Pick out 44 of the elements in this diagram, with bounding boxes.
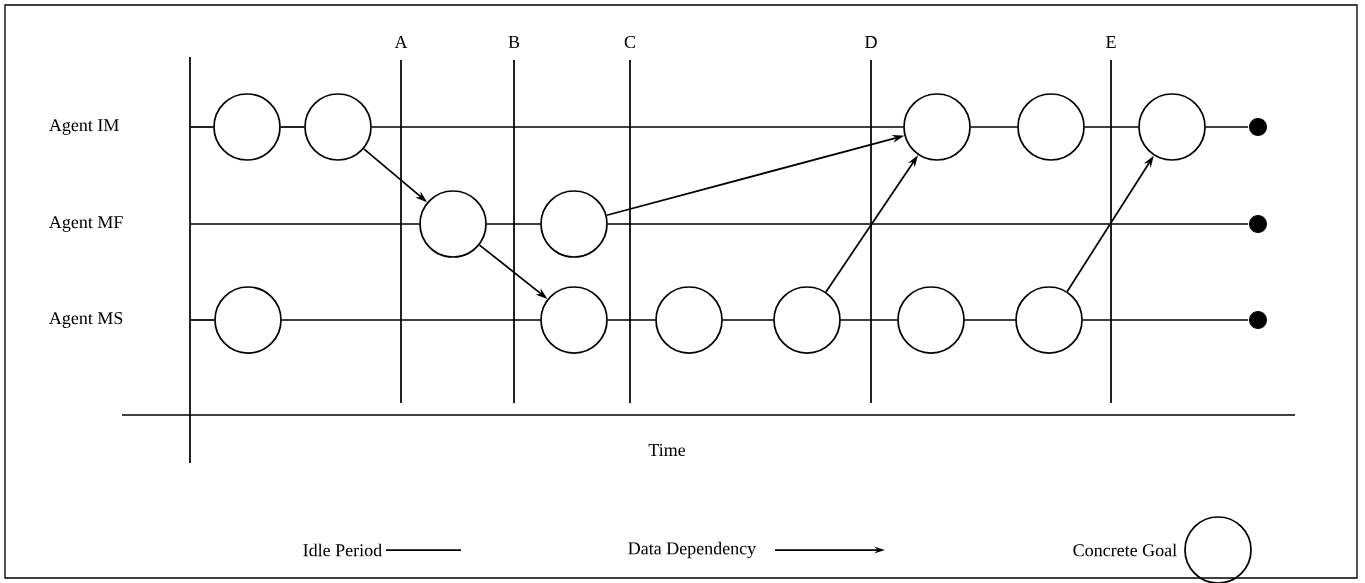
goal-circle (1138, 93, 1206, 161)
idle-line (722, 319, 774, 321)
idle-line (189, 319, 215, 321)
agent-label: Agent MS (49, 312, 123, 328)
goal-circle (213, 93, 281, 161)
goal-circle (1015, 286, 1083, 354)
milestone-label: C (624, 35, 635, 49)
goal-circle (897, 286, 965, 354)
goal-circle (1017, 93, 1085, 161)
milestone-label: D (865, 36, 877, 48)
goal-circle (419, 190, 487, 258)
agent-label: Agent IM (49, 119, 119, 135)
legend-label: Idle Period (303, 543, 382, 557)
goal-circle (214, 286, 282, 354)
end-dot (1249, 118, 1267, 136)
goal-circle (304, 93, 372, 161)
goal-circle (655, 286, 723, 354)
idle-line (1084, 126, 1139, 128)
idle-line (964, 319, 1016, 321)
idle-line (970, 126, 1018, 128)
milestone-label: B (508, 36, 520, 48)
end-dot (1249, 215, 1267, 233)
goal-circle (540, 286, 608, 354)
milestone-label: A (394, 36, 408, 48)
legend-label: Concrete Goal (1073, 543, 1177, 557)
idle-line (1205, 126, 1249, 128)
goal-circle (540, 190, 608, 258)
goal-circle (773, 286, 841, 354)
end-dot (1249, 311, 1267, 329)
milestone-label: E (1106, 36, 1116, 48)
idle-line (1082, 319, 1249, 321)
idle-line (607, 223, 1249, 225)
idle-line (189, 223, 420, 225)
axis-label: Time (648, 443, 686, 457)
idle-line (371, 126, 904, 128)
agent-label: Agent MF (49, 216, 123, 232)
idle-line (280, 126, 305, 128)
idle-line (486, 223, 541, 225)
goal-circle (903, 93, 971, 161)
legend-label: Data Dependency (628, 541, 757, 559)
idle-line (281, 319, 541, 321)
idle-line (840, 319, 898, 321)
idle-line (607, 319, 656, 321)
idle-line (189, 126, 214, 128)
